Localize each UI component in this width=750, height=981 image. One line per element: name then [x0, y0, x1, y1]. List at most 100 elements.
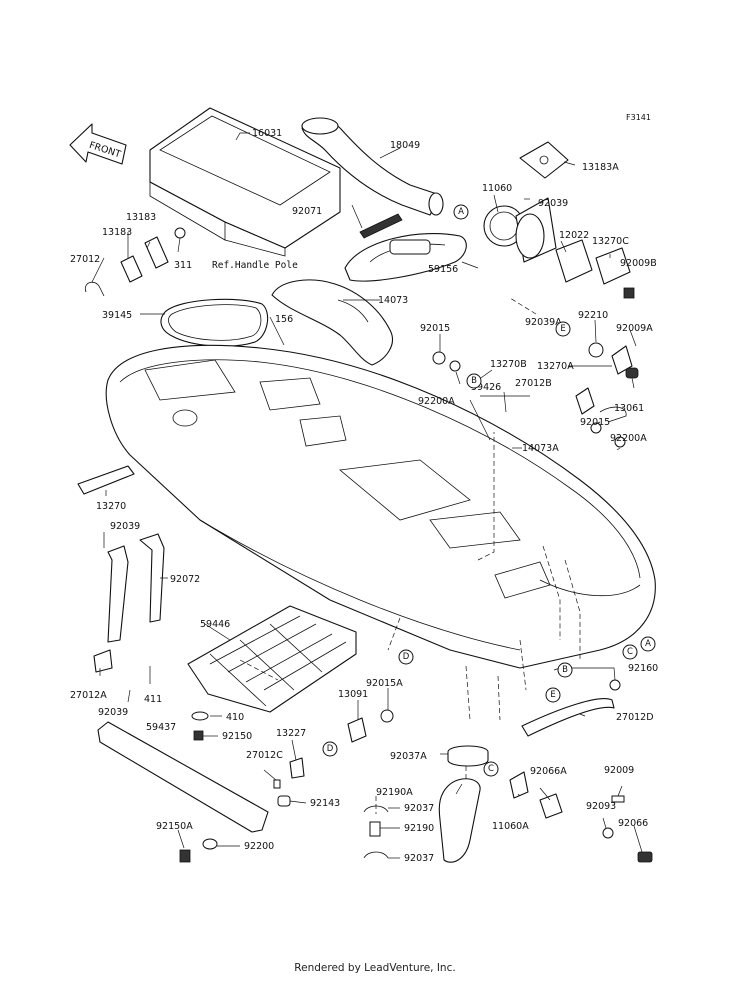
part-label: 59437 — [146, 722, 176, 733]
washer-92093-drawing — [602, 827, 614, 839]
bolt-92009b-drawing — [623, 287, 635, 299]
plate-13270-drawing — [77, 465, 135, 495]
bolt-92150a-drawing — [179, 849, 191, 863]
part-label: 92190A — [376, 787, 413, 798]
washer-92200a-b-drawing — [614, 436, 626, 448]
part-label: 92150 — [222, 731, 252, 742]
air-duct-drawing — [301, 117, 444, 216]
part-label: 27012A — [70, 690, 107, 701]
part-label: 92009B — [620, 258, 657, 269]
part-label: 27012B — [515, 378, 552, 389]
washer-92210-drawing — [588, 342, 604, 358]
svg-text:C: C — [488, 764, 494, 774]
u-bolt-27012b-drawing — [599, 406, 627, 423]
part-label: 411 — [144, 694, 162, 705]
rail-59437-drawing — [97, 721, 269, 833]
part-labels: 16031 18049 13183A 11060 92039 92071 131… — [70, 128, 658, 864]
hose-92190a-drawing — [438, 778, 481, 863]
bracket-13183-drawing — [120, 255, 143, 283]
front-arrow-icon: FRONT — [69, 123, 127, 165]
fitting-92143-drawing — [277, 795, 291, 807]
footer-credit: Rendered by LeadVenture, Inc. — [294, 962, 456, 974]
svg-text:C: C — [627, 647, 633, 657]
svg-text:E: E — [550, 690, 555, 700]
part-label: 11060A — [492, 821, 529, 832]
storage-tray-drawing — [149, 107, 341, 257]
gasket-11060a-drawing — [509, 771, 529, 799]
callout-b-bottom: B — [557, 662, 573, 678]
fitting-13091-drawing — [347, 717, 367, 743]
part-label: 311 — [174, 260, 192, 271]
washer-410-drawing — [191, 711, 209, 721]
part-label: 92039A — [525, 317, 562, 328]
bracket-13183-b-drawing — [144, 236, 169, 269]
part-label: 92009 — [604, 765, 634, 776]
part-label: 13270A — [537, 361, 574, 372]
hull-59426-drawing — [105, 344, 656, 669]
svg-text:B: B — [562, 665, 568, 675]
washer-92015-b-drawing — [590, 422, 602, 434]
part-label: 13183 — [102, 227, 132, 238]
part-label: 92143 — [310, 798, 340, 809]
part-label: 156 — [275, 314, 293, 325]
part-label: 92200A — [418, 396, 455, 407]
u-bolt-27012-drawing — [84, 281, 105, 297]
part-label: 39145 — [102, 310, 132, 321]
bracket-12022-drawing — [555, 239, 593, 283]
svg-text:A: A — [645, 639, 651, 649]
washer-92200a-drawing — [449, 360, 461, 372]
part-label: 92039 — [98, 707, 128, 718]
part-label: 92039 — [110, 521, 140, 532]
callout-e-bottom: E — [545, 687, 561, 703]
clamp-92037a-drawing — [447, 745, 489, 767]
part-label: 92160 — [628, 663, 658, 674]
part-label: 13270 — [96, 501, 126, 512]
gasket-ring-drawing — [160, 298, 269, 347]
part-label: 92066 — [618, 818, 648, 829]
plug-92066-drawing — [637, 851, 653, 863]
fitting-92066a-drawing — [539, 793, 563, 819]
leader-lines — [91, 132, 643, 859]
bracket-13270a-drawing — [611, 345, 633, 375]
plate-drawing — [519, 141, 569, 179]
pipe-92190-drawing — [369, 821, 381, 837]
part-label: 92037 — [404, 853, 434, 864]
svg-text:E: E — [560, 324, 565, 334]
part-label: 92037 — [404, 803, 434, 814]
part-label: 92037A — [390, 751, 427, 762]
handle-27012d-drawing — [521, 698, 615, 737]
part-label: 12022 — [559, 230, 589, 241]
nut-311-drawing — [174, 227, 186, 239]
part-label: 92071 — [292, 206, 322, 217]
callout-d-bottom: D — [322, 741, 338, 757]
reference-note: Ref.Handle Pole — [212, 260, 298, 271]
callout-d-hull: D — [398, 649, 414, 665]
part-label: 92009A — [616, 323, 653, 334]
callout-a-top: A — [453, 204, 469, 220]
part-label: 92200 — [244, 841, 274, 852]
svg-text:D: D — [403, 652, 410, 662]
part-label: 27012 — [70, 254, 100, 265]
part-label: 59426 — [471, 382, 501, 393]
callout-a-bottom: A — [640, 636, 656, 652]
callout-c-bottom: C — [483, 761, 499, 777]
part-label: 13270B — [490, 359, 527, 370]
part-label: 14073A — [522, 443, 559, 454]
svg-text:A: A — [458, 207, 464, 217]
part-label: 92015A — [366, 678, 403, 689]
figure-code: F3141 — [626, 113, 651, 122]
part-label: 13091 — [338, 689, 368, 700]
strap-92072-a-drawing — [107, 545, 129, 643]
grate-59446-drawing — [187, 605, 357, 713]
bushing-13061-drawing — [625, 367, 639, 379]
part-label: 11060 — [482, 183, 512, 194]
callout-e-top: E — [555, 321, 571, 337]
cap-13227-drawing — [289, 757, 305, 779]
part-label: 92190 — [404, 823, 434, 834]
svg-text:D: D — [327, 744, 334, 754]
washer-92200-drawing — [202, 838, 218, 850]
part-label: 27012D — [616, 712, 654, 723]
bracket-27012a-drawing — [93, 649, 113, 673]
part-label: 27012C — [246, 750, 283, 761]
